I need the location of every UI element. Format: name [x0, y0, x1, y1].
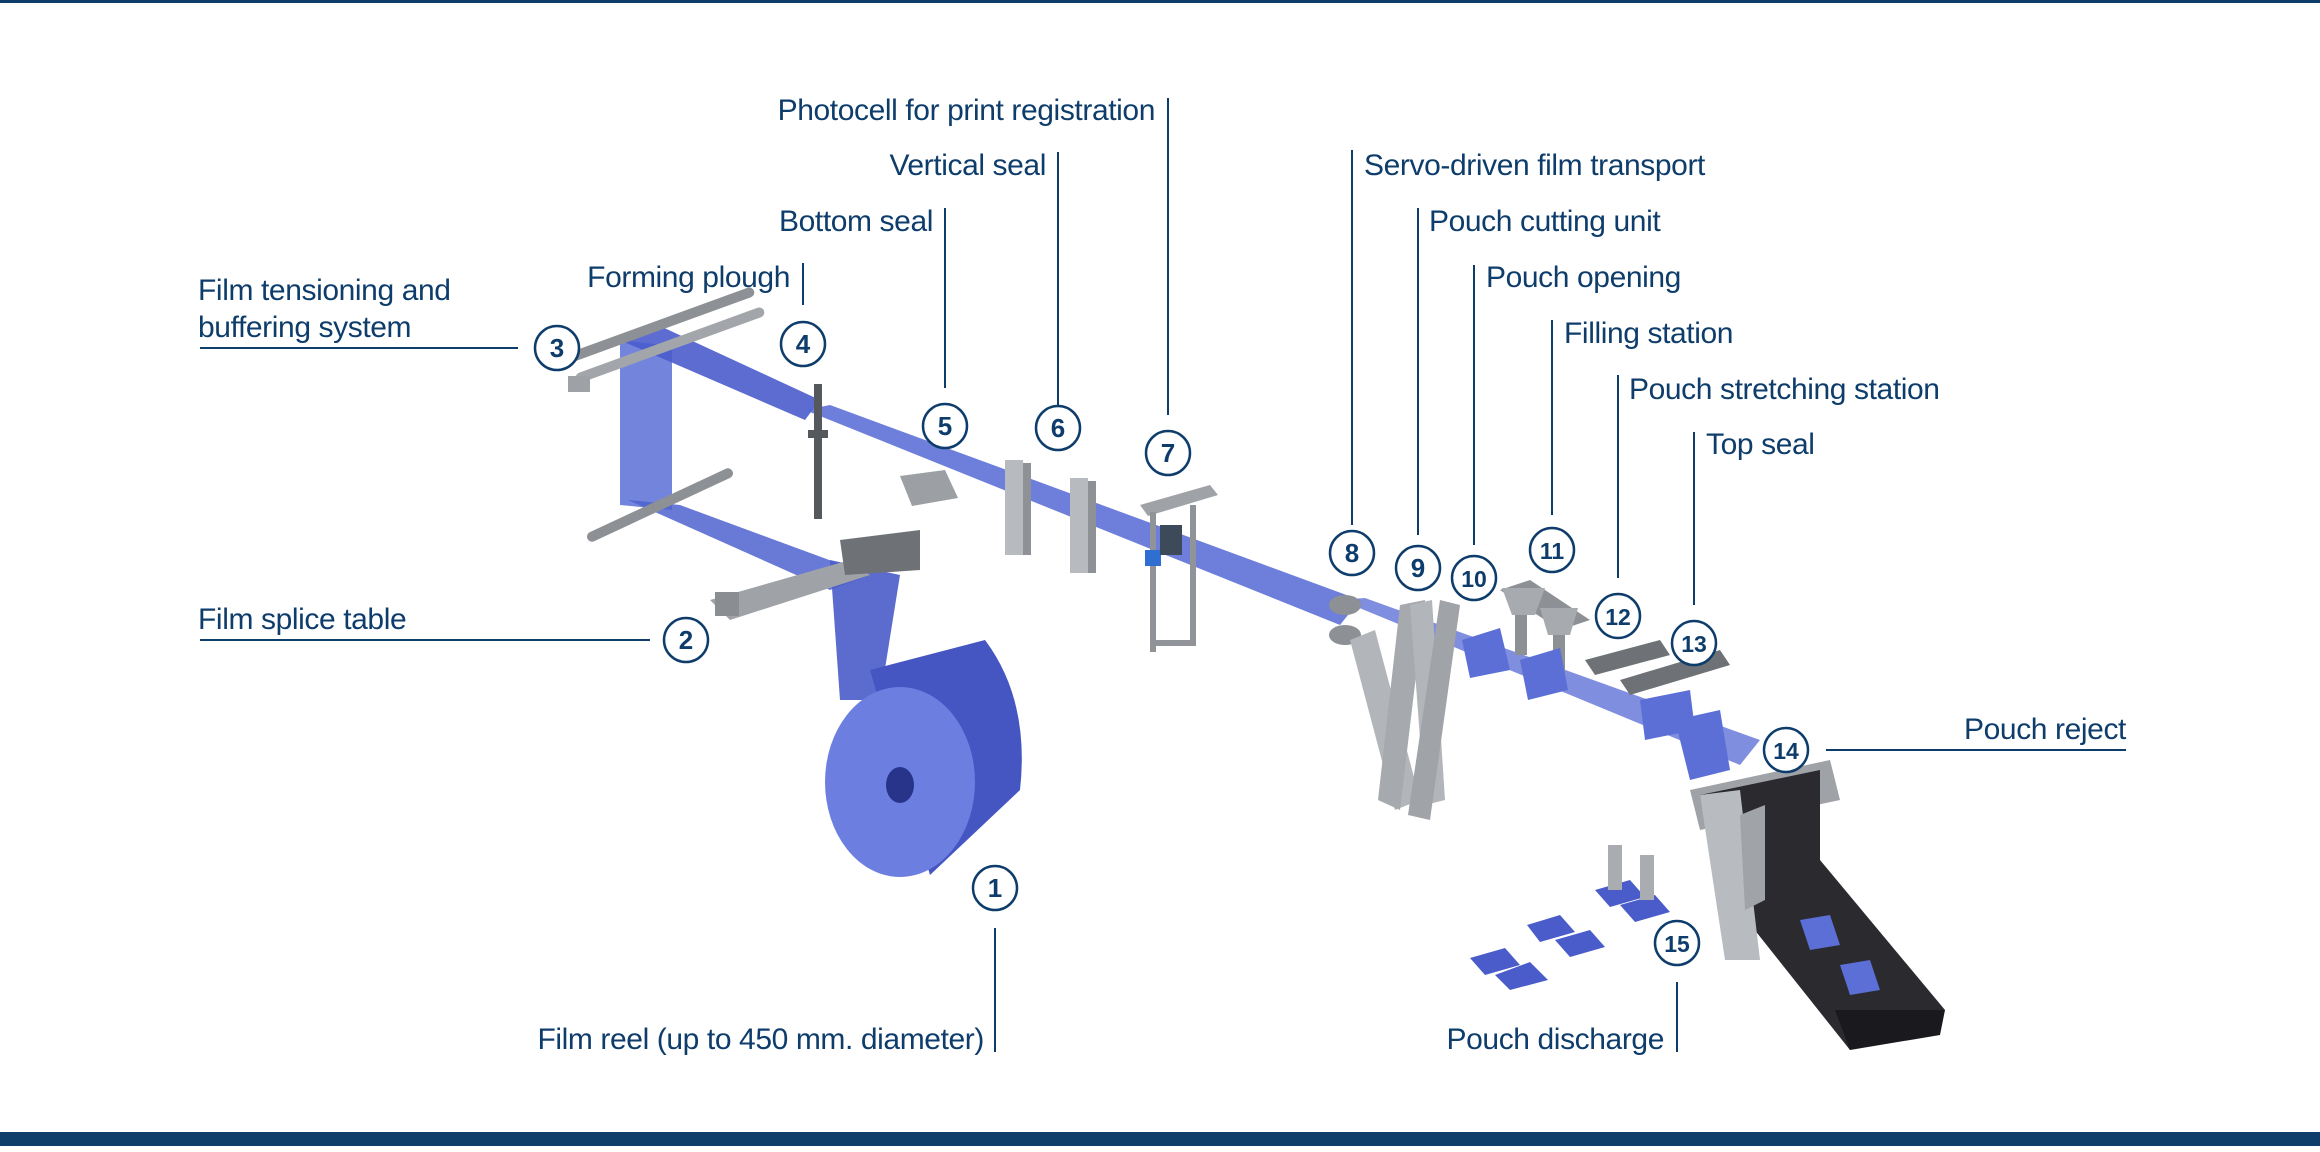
- marker-2: 2: [662, 616, 710, 664]
- svg-text:15: 15: [1664, 931, 1690, 957]
- label-vertical-seal: Vertical seal: [889, 149, 1046, 182]
- svg-text:13: 13: [1681, 631, 1707, 657]
- svg-text:3: 3: [550, 333, 564, 363]
- film-web: [615, 326, 1760, 765]
- leader-lines: [200, 98, 2126, 1052]
- photocell-illustration: [1140, 485, 1218, 652]
- marker-14: 14: [1762, 726, 1810, 774]
- label-forming-plough: Forming plough: [587, 261, 790, 294]
- marker-3: 3: [533, 324, 581, 372]
- marker-5: 5: [921, 402, 969, 450]
- svg-text:4: 4: [796, 329, 811, 359]
- svg-text:14: 14: [1773, 738, 1799, 764]
- discharge-chute-illustration: [1700, 770, 1945, 1050]
- label-pouch-cutting-unit: Pouch cutting unit: [1429, 205, 1661, 238]
- label-film-tensioning-line2: buffering system: [198, 311, 412, 344]
- bottom-seal-illustration: [900, 470, 958, 506]
- label-pouch-opening: Pouch opening: [1486, 261, 1681, 294]
- svg-text:9: 9: [1411, 553, 1425, 583]
- label-film-reel: Film reel (up to 450 mm. diameter): [537, 1023, 984, 1056]
- label-pouch-stretching-station: Pouch stretching station: [1629, 373, 1940, 406]
- tension-rollers: [565, 287, 765, 542]
- forming-plough-illustration: [808, 384, 828, 519]
- svg-text:10: 10: [1461, 566, 1487, 592]
- top-rule: [0, 0, 2320, 3]
- label-film-tensioning: Film tensioning and buffering system: [198, 272, 451, 346]
- label-film-tensioning-line1: Film tensioning and: [198, 274, 451, 307]
- bottom-rule: [0, 1132, 2320, 1146]
- marker-1: 1: [971, 864, 1019, 912]
- marker-10: 10: [1450, 554, 1498, 602]
- marker-12: 12: [1594, 592, 1642, 640]
- marker-11: 11: [1528, 526, 1576, 574]
- cutting-unit-illustration: [1408, 600, 1460, 820]
- label-filling-station: Filling station: [1564, 317, 1734, 350]
- marker-15: 15: [1653, 919, 1701, 967]
- marker-6: 6: [1034, 404, 1082, 452]
- label-bottom-seal: Bottom seal: [778, 205, 933, 238]
- marker-7: 7: [1144, 429, 1192, 477]
- label-top-seal: Top seal: [1706, 428, 1815, 461]
- label-servo-film-transport: Servo-driven film transport: [1364, 149, 1705, 182]
- servo-transport-illustration: [1329, 595, 1425, 810]
- svg-text:1: 1: [988, 873, 1002, 903]
- discharged-pouches-illustration: [1470, 845, 1670, 990]
- marker-13: 13: [1670, 619, 1718, 667]
- svg-text:12: 12: [1605, 604, 1631, 630]
- svg-text:7: 7: [1161, 438, 1175, 468]
- svg-text:2: 2: [679, 625, 693, 655]
- label-pouch-reject: Pouch reject: [1964, 713, 2126, 746]
- svg-text:8: 8: [1345, 538, 1359, 568]
- label-photocell: Photocell for print registration: [777, 94, 1156, 127]
- svg-text:5: 5: [938, 411, 952, 441]
- splice-table-illustration: [710, 530, 920, 620]
- marker-4: 4: [779, 320, 827, 368]
- marker-8: 8: [1328, 529, 1376, 577]
- marker-9: 9: [1394, 544, 1442, 592]
- film-reel-illustration: [825, 640, 1022, 877]
- svg-text:11: 11: [1540, 538, 1565, 564]
- svg-text:6: 6: [1051, 413, 1065, 443]
- label-pouch-discharge: Pouch discharge: [1446, 1023, 1665, 1056]
- label-film-splice-table: Film splice table: [198, 603, 407, 636]
- filling-station-illustration: [1462, 580, 1590, 700]
- vertical-seal-illustration: [1005, 460, 1096, 573]
